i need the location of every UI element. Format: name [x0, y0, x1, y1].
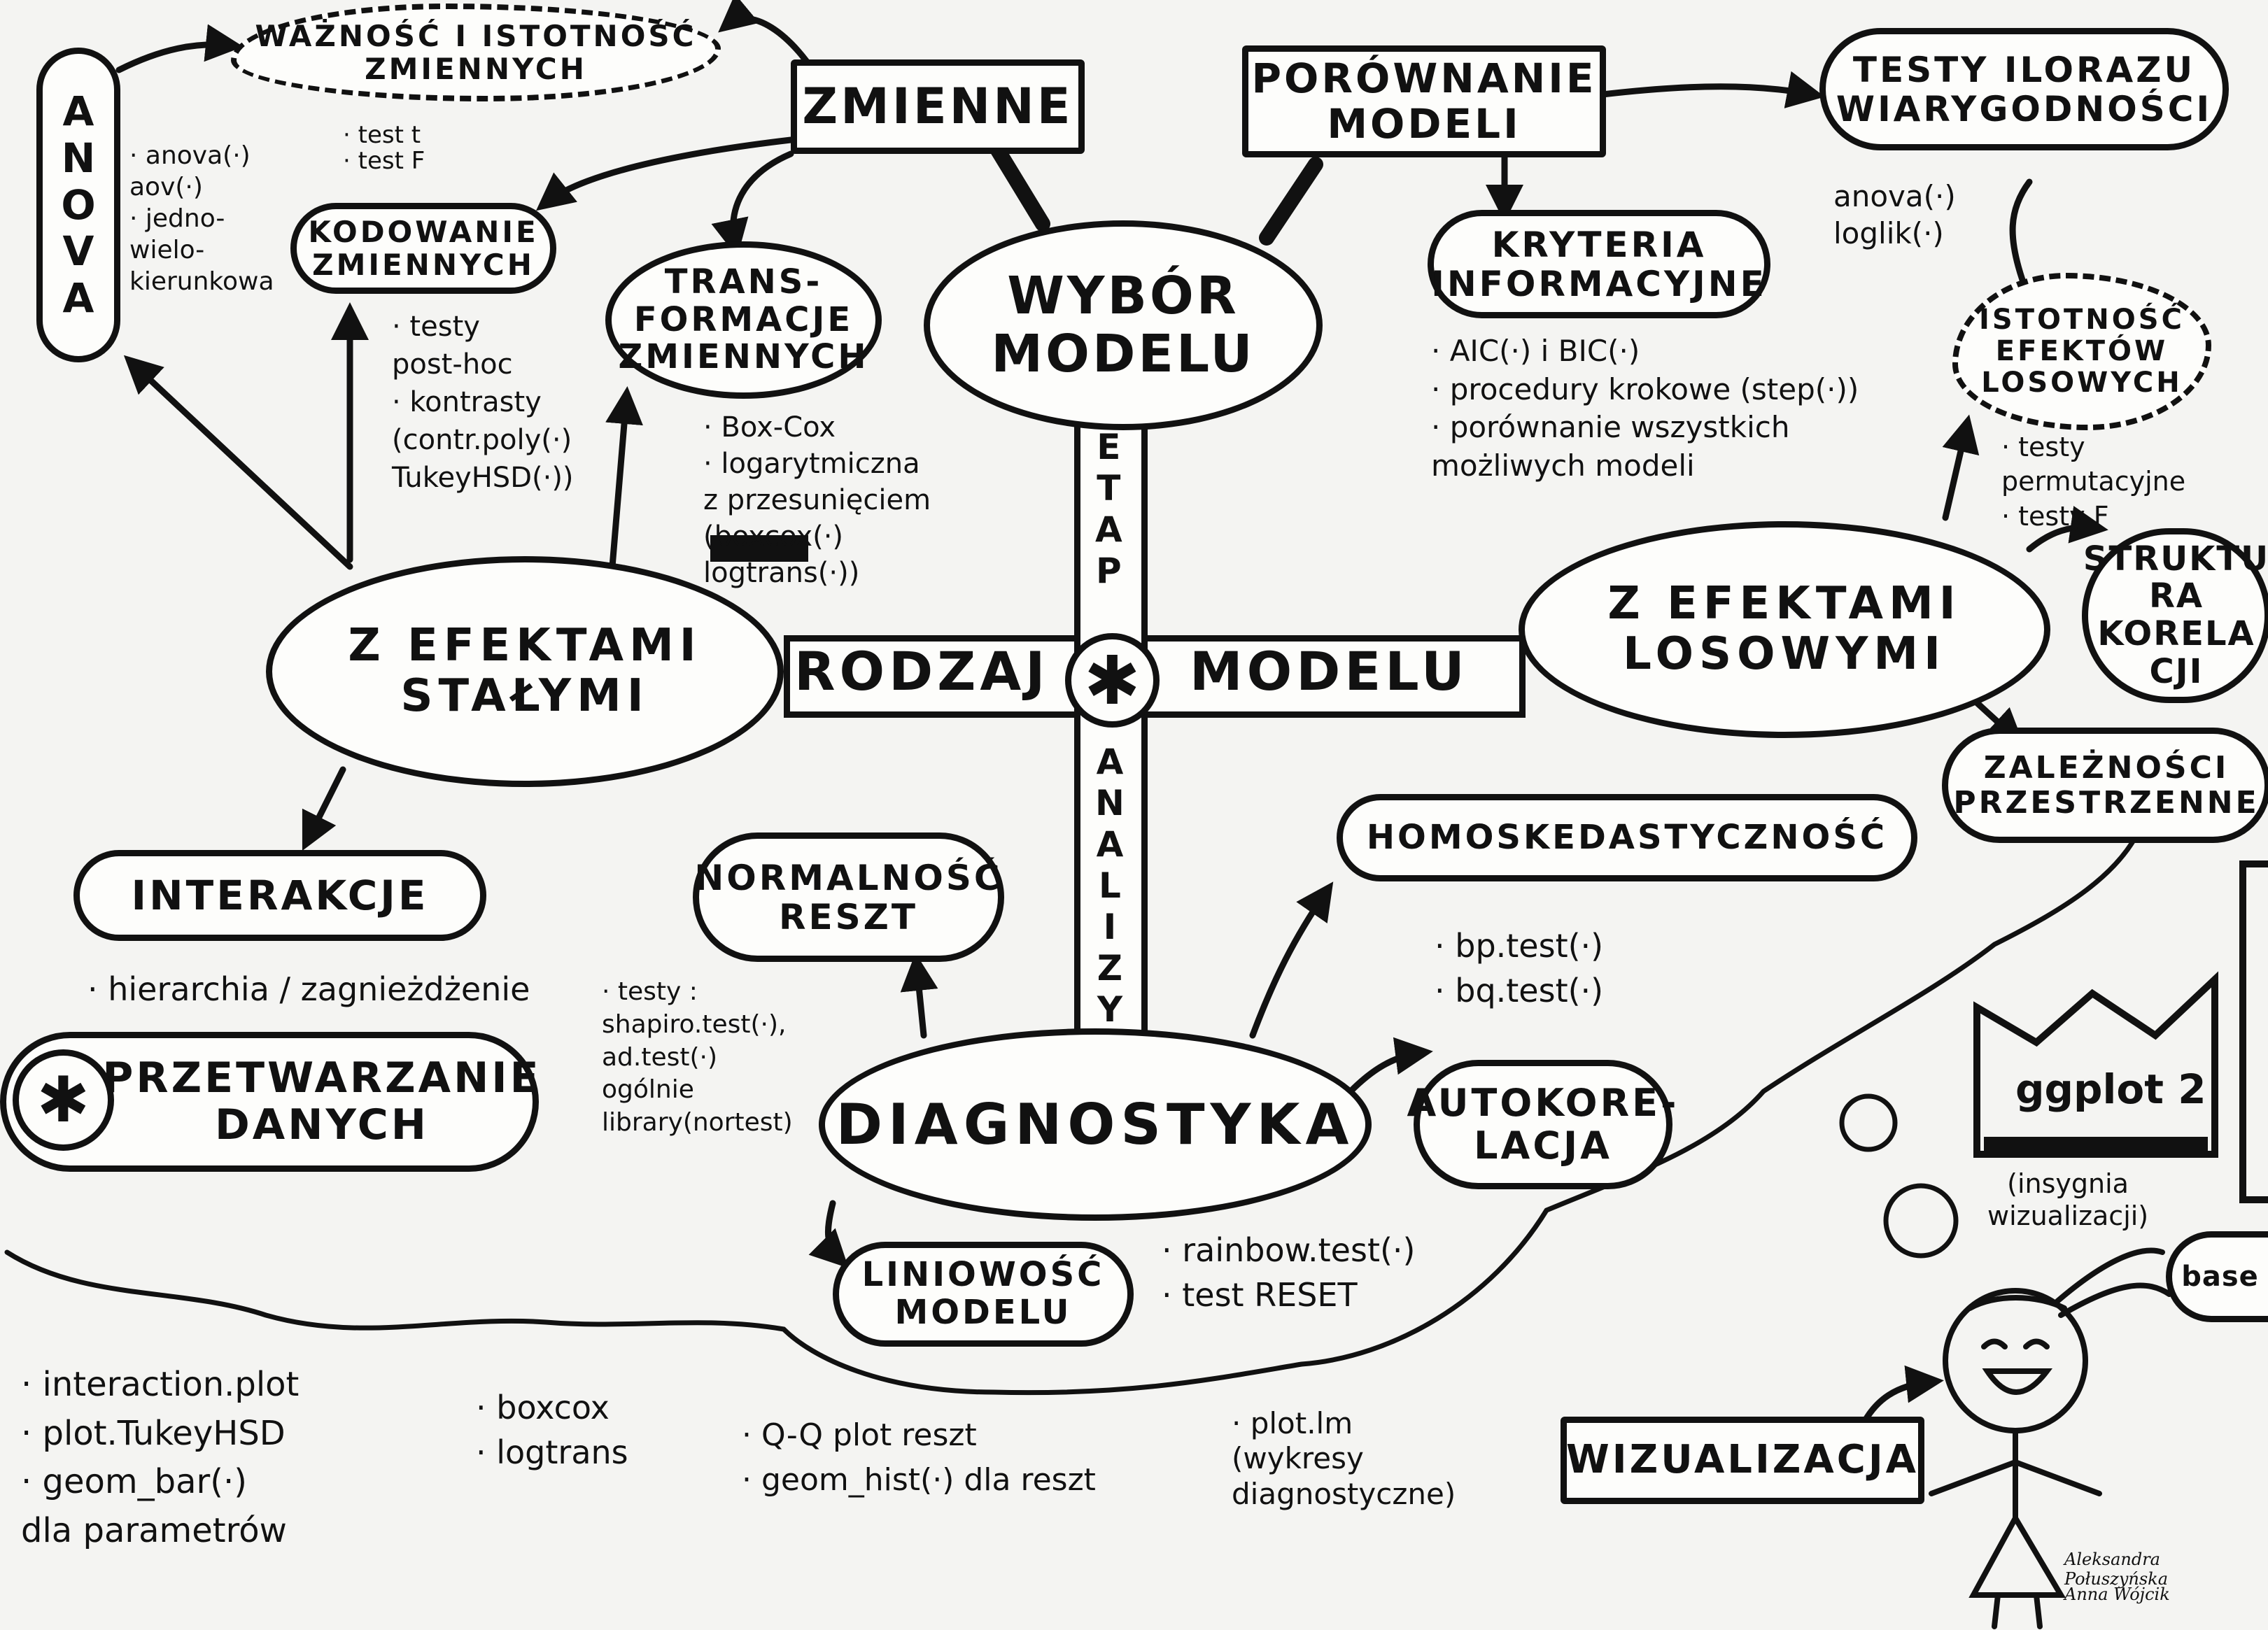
node-zmienne: ZMIENNE: [791, 59, 1085, 154]
przetwarzanie-asterisk-icon: ✱: [13, 1049, 114, 1151]
node-wybor-modelu: WYBÓR MODELU: [924, 220, 1323, 430]
edge-stale-transform: [605, 386, 643, 570]
viz-cloud-outline: [4, 823, 2144, 1396]
note-viz-col3: · Q-Q plot reszt · geom_hist(·) dla resz…: [742, 1417, 1096, 1498]
edge-losowe-istotnosc: [1942, 414, 1980, 521]
edge-diag-autokor: [1347, 1037, 1433, 1095]
node-testy-ilorazu: TESTY ILORAZU WIARYGODNOŚCI: [1819, 28, 2229, 150]
edge-zmienne-kodowanie: [535, 136, 794, 211]
signature-1: Aleksandra Połuszyńska: [2064, 1550, 2169, 1589]
node-porownanie-modeli: PORÓWNANIE MODELI: [1242, 45, 1606, 157]
note-insygnia: (insygnia wizualizacji): [1987, 1168, 2149, 1231]
node-kodowanie-zmiennych: KODOWANIE ZMIENNYCH: [290, 203, 556, 294]
node-z-efektami-losowymi: Z EFEKTAMI LOSOWYMI: [1519, 521, 2050, 738]
node-zaleznosci-przestrzenne: ZALEŻNOŚCI PRZESTRZENNE: [1942, 728, 2268, 843]
edge-stale-anova: [123, 355, 353, 570]
edge-anova-waznosc: [115, 24, 244, 73]
edge-diag-homo: [1249, 881, 1334, 1039]
ggplot-label: ggplot 2: [2015, 1065, 2206, 1113]
node-homoskedastycznosc: HOMOSKEDASTYCZNOŚĆ: [1337, 794, 1917, 881]
edge-porownanie-wybor: [1259, 157, 1323, 246]
axis-modelu-label: MODELU: [1190, 640, 1469, 702]
node-istotnosc-efektow: ISTOTNOŚĆ EFEKTÓW LOSOWYCH: [1952, 273, 2211, 430]
node-normalnosc-reszt: NORMALNOŚĆ RESZT: [693, 832, 1004, 962]
edge-stale-interakcje: [302, 766, 346, 851]
edge-istotnosc-testy: [2009, 178, 2033, 283]
note-liniowosc: · rainbow.test(·) · test RESET: [1162, 1231, 1416, 1314]
note-istotnosc: · testy permutacyjne · testy F: [2001, 432, 2186, 532]
edge-zmienne-transform: [711, 150, 794, 257]
asterisk-icon: ✱: [1065, 633, 1160, 728]
axis-vertical-bar: [1074, 420, 1148, 1042]
node-kryteria-informacyjne: KRYTERIA INFORMACYJNE: [1428, 210, 1770, 318]
girl-figure-icon: [1929, 1247, 2172, 1629]
puff-cloud-2: [1883, 1183, 1959, 1259]
note-interakcje: · hierarchia / zagnieżdżenie: [87, 970, 530, 1008]
node-przetwarzanie-danych: PRZETWARZANIE DANYCH: [0, 1032, 539, 1172]
crown-band-icon: [1984, 1137, 2208, 1151]
note-kodowanie: · testy post-hoc · kontrasty (contr.poly…: [392, 311, 574, 494]
note-viz-col2: · boxcox · logtrans: [476, 1389, 628, 1472]
marker-block: [710, 535, 808, 562]
note-homoskedastycznosc: · bp.test(·) · bq.test(·): [1435, 927, 1604, 1010]
node-transformacje-zmiennych: TRANS- FORMACJE ZMIENNYCH: [605, 241, 882, 399]
axis-rodzaj-label: RODZAJ: [794, 640, 1050, 702]
note-testy-ilorazu: anova(·) loglik(·): [1833, 179, 1956, 250]
axis-etap-label: E T A P: [1095, 427, 1122, 591]
node-struktura-korelacji: STRUKTU RA KORELA CJI: [2082, 528, 2268, 703]
castle-partial-icon: [2239, 860, 2268, 1203]
edge-porownanie-testy: [1599, 71, 1825, 108]
node-liniowosc-modelu: LINIOWOŚĆ MODELU: [833, 1242, 1134, 1347]
edge-diag-normalnosc: [900, 953, 938, 1039]
note-transformacje: · Box-Cox · logarytmiczna z przesunięcie…: [703, 411, 931, 589]
edge-diag-liniowosc: [808, 1200, 849, 1268]
node-diagnostyka: DIAGNOSTYKA: [819, 1028, 1372, 1221]
node-base: base: [2166, 1231, 2268, 1322]
crown-icon: [1973, 971, 2218, 1158]
node-anova: A N O V A: [36, 48, 120, 362]
node-interakcje: INTERAKCJE: [73, 850, 486, 941]
note-anova-functions: · anova(·) aov(·) · jedno- wielo- kierun…: [129, 141, 274, 296]
edge-losowe-struktura: [2026, 506, 2108, 553]
note-normalnosc: · testy : shapiro.test(·), ad.test(·) og…: [602, 977, 793, 1138]
note-viz-col1: · interaction.plot · plot.TukeyHSD · geo…: [21, 1365, 300, 1550]
node-wizualizacja: WIZUALIZACJA: [1561, 1417, 1924, 1504]
edge-zmienne-wybor: [986, 136, 1050, 232]
puff-cloud-1: [1839, 1093, 1898, 1152]
signature-2: Anna Wójcik: [2064, 1585, 2170, 1604]
node-waznosc-zmiennych: WAŻNOŚĆ I ISTOTNOŚĆ ZMIENNYCH: [231, 3, 721, 101]
note-waznosc-tests: · test t · test F: [343, 121, 425, 176]
node-z-efektami-stalymi: Z EFEKTAMI STAŁYMI: [266, 556, 784, 787]
note-kryteria: · AIC(·) i BIC(·) · procedury krokowe (s…: [1431, 334, 1859, 483]
note-viz-col4: · plot.lm (wykresy diagnostyczne): [1232, 1406, 1456, 1511]
axis-analizy-label: A N A L I Z Y: [1095, 742, 1125, 1030]
node-autokorelacja: AUTOKORE- LACJA: [1407, 1060, 1676, 1189]
